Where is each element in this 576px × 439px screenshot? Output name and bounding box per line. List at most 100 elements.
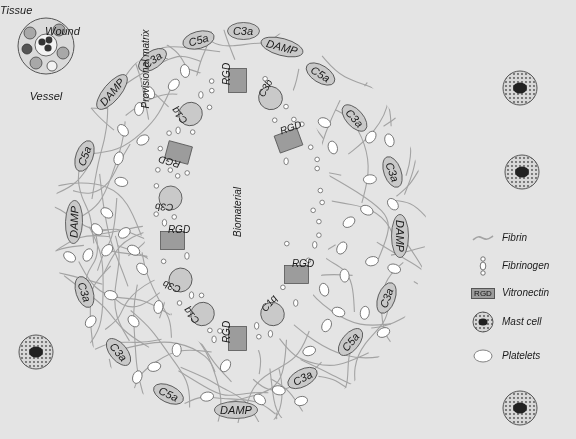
fibrin-mesh-part xyxy=(178,371,268,396)
legend-swatch xyxy=(470,254,496,278)
badge-shape xyxy=(215,402,258,419)
badge-shape xyxy=(337,100,371,135)
platelets-part xyxy=(327,140,339,155)
badge-shape xyxy=(302,58,338,89)
fibrinogen-part xyxy=(175,174,180,179)
mediator-badge: C5a xyxy=(301,58,339,91)
fibrinogen-part xyxy=(311,208,316,213)
fibrin-mesh-part xyxy=(64,276,149,348)
fibrin-mesh-part xyxy=(115,236,130,341)
fibrinogen-part xyxy=(154,184,159,189)
badge-label: C5a xyxy=(156,384,180,404)
vitronectin-rgd: RGD xyxy=(228,68,247,93)
mediator-badge: DAMP xyxy=(64,200,84,245)
mediator-badge: C3a xyxy=(372,279,400,316)
fibrin-mesh-part xyxy=(355,303,389,389)
mediator-badge: C5a xyxy=(180,27,217,53)
region-label: Provisional matrix xyxy=(139,30,152,109)
legend-item: RGDVitronectin xyxy=(470,281,549,305)
fibrinogen-icon xyxy=(470,254,496,278)
label-holder: Vessel xyxy=(11,86,81,104)
mast-cells xyxy=(19,71,539,425)
platelets-part xyxy=(172,343,181,356)
blood-cells-part xyxy=(35,34,57,56)
mediator-badge: C3a xyxy=(283,362,321,393)
fibrin-icon-part xyxy=(473,236,493,240)
mast-cells-part xyxy=(503,391,537,425)
label-holder: Tissue xyxy=(0,0,32,18)
badge-shape xyxy=(373,280,400,316)
legend-item: Fibrin xyxy=(470,226,527,250)
platelets-part xyxy=(302,345,317,358)
fibrin-icon xyxy=(470,226,496,250)
fibrinogen-part xyxy=(167,131,172,136)
platelets-part xyxy=(359,203,375,217)
fibrin-mesh-part xyxy=(18,245,84,319)
wound-region: DAMPC3aC5aC3aDAMPC5aC3aC3aDAMPC3aC5aC3aD… xyxy=(45,21,435,432)
wound-outline-shape xyxy=(46,22,435,432)
mediator-badge: DAMP xyxy=(391,214,409,258)
mediator-badge: C3a xyxy=(133,43,170,77)
fibrinogen-part xyxy=(285,241,290,246)
badge-shape xyxy=(92,70,133,114)
fibrinogen-part xyxy=(177,301,182,306)
provisional-matrix-shape xyxy=(146,66,329,351)
mast-cells-part xyxy=(513,83,527,94)
fibrin-mesh-part xyxy=(103,359,113,439)
fibrinogen-part xyxy=(257,334,262,339)
platelets-part xyxy=(99,206,115,221)
platelets-part xyxy=(134,261,149,277)
blood-cells-part xyxy=(22,44,32,54)
mast-cells-part xyxy=(503,71,537,105)
fibrinogen-part xyxy=(172,215,177,220)
legend-item: Fibrinogen xyxy=(470,254,549,278)
blood-cells-part xyxy=(24,27,36,39)
platelets-part xyxy=(126,313,141,329)
mediator-badge: C3a xyxy=(70,274,97,311)
fibrin-mesh-part xyxy=(1,188,109,230)
fibrin-mesh-part xyxy=(315,100,341,214)
fibrinogen-part xyxy=(199,293,204,298)
badge-label: C3a xyxy=(376,286,395,309)
vitronectin-rgd: RGD xyxy=(284,265,309,284)
legend: FibrinFibrinogenRGDVitronectinMast cellP… xyxy=(470,224,574,374)
mast-cells-part xyxy=(505,155,539,189)
badge-shape xyxy=(392,215,409,258)
fibrin-mesh-part xyxy=(0,87,107,108)
fibrinogen-part xyxy=(156,168,161,173)
platelets-part xyxy=(81,247,95,263)
platelets-part xyxy=(104,289,119,301)
fibrin-mesh-part xyxy=(92,94,108,199)
vitronectin-rgd: RGD xyxy=(163,140,192,165)
fibrin-mesh-part xyxy=(365,41,449,86)
badge-shape xyxy=(150,380,186,409)
vitronectin-rgd: RGD xyxy=(273,127,303,153)
provisional-matrix: BiomaterialRGDC3bC1qRGDRGDC3bRGDRGDC3bC1… xyxy=(145,65,329,351)
mediator-badge: C3a xyxy=(100,334,135,371)
biomaterial-implant: Biomaterial xyxy=(191,96,283,320)
fibrinogen-part xyxy=(272,118,277,123)
platelets-part xyxy=(153,300,164,314)
blood-cells-part xyxy=(30,57,42,69)
fibrin-mesh-part xyxy=(128,183,194,256)
fibrinogen-part xyxy=(207,105,212,110)
badge-label: RGD xyxy=(167,222,189,235)
fibrinogen-part xyxy=(185,253,189,260)
platelets-part xyxy=(126,243,142,257)
badge-shape xyxy=(134,44,170,76)
mediator-badge: DAMP xyxy=(258,33,305,62)
mediator-badge: DAMP xyxy=(91,69,133,114)
mediator-badge: DAMP xyxy=(214,401,258,419)
blood-cells-part xyxy=(38,38,45,45)
fibrin-mesh-part xyxy=(271,379,353,439)
platelets-part xyxy=(147,361,162,373)
legend-label: Fibrin xyxy=(502,232,527,244)
platelets-part xyxy=(320,318,334,334)
fibrin-mesh-part xyxy=(227,245,336,268)
fibrinogen-icon-part xyxy=(481,257,485,261)
fibrin-mesh xyxy=(0,0,496,439)
mast-cells-part xyxy=(19,335,53,369)
fibrinogen-part xyxy=(294,300,298,307)
platelets-part xyxy=(359,306,370,320)
